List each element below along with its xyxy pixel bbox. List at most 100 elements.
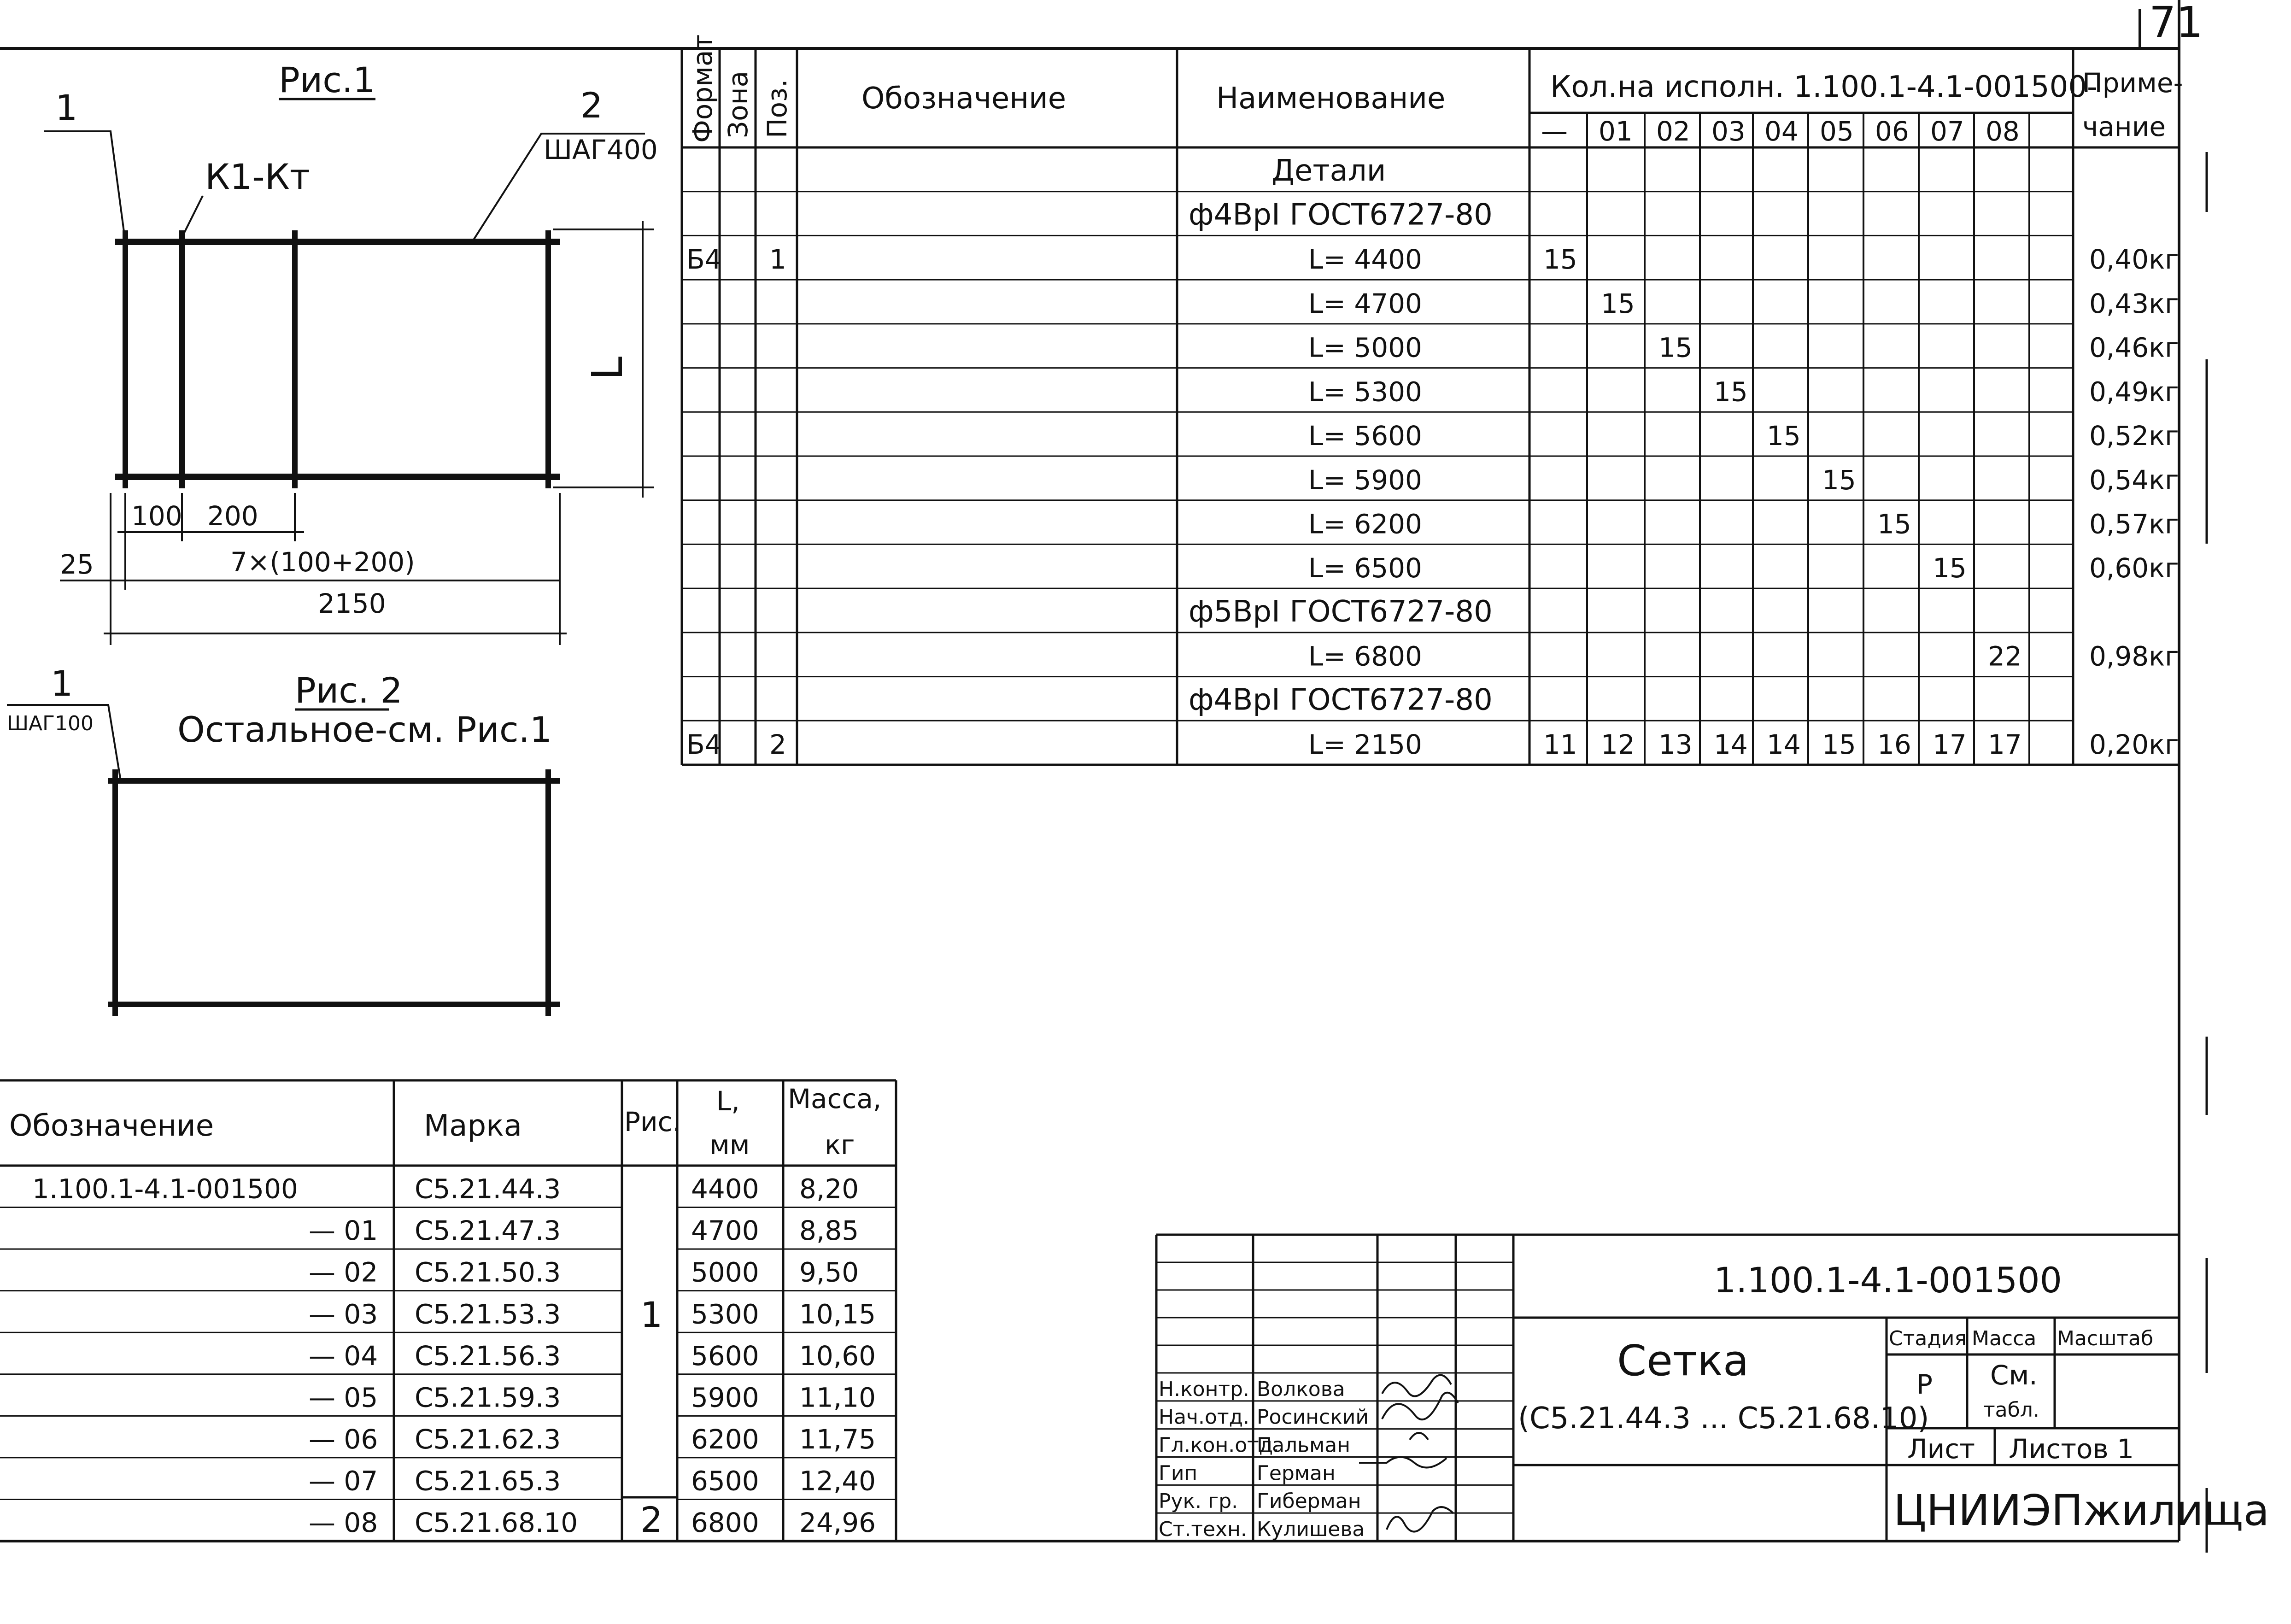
staff-name: Пальман [1257, 1434, 1350, 1457]
organization: ЦНИИЭПжилища [1893, 1486, 2269, 1535]
spec-name: L= 4400 [1308, 244, 1422, 275]
fig1-title: Рис.1 [279, 59, 375, 100]
spec-qty: 14 [1767, 729, 1801, 760]
marks-mass: 11,10 [799, 1382, 876, 1413]
spec-qty: 15 [1933, 552, 1967, 584]
mass-label: Масса [1972, 1327, 2036, 1350]
spec-name: L= 6200 [1308, 509, 1422, 540]
marks-mass: 8,20 [799, 1173, 859, 1205]
drawing-title: Сетка [1617, 1336, 1749, 1385]
spec-qty: 17 [1933, 729, 1967, 760]
spec-name: L= 5000 [1308, 332, 1422, 363]
spec-header-designation: Обозначение [861, 82, 1066, 116]
staff-row: Ст.техн.Кулишева [1159, 1518, 1365, 1541]
spec-qty: 11 [1543, 729, 1577, 760]
marks-mass: 8,85 [799, 1215, 859, 1246]
spec-pos: 1 [769, 244, 786, 275]
qty-col-header: 05 [1820, 116, 1854, 147]
spec-row: ф5ВрI ГОСТ6727-80 [1189, 595, 1493, 629]
spec-note: 0,49кг [2089, 376, 2179, 407]
spec-note: 0,20кг [2089, 729, 2179, 760]
marks-length: 6800 [691, 1507, 759, 1538]
marks-header-mass-2: кг [825, 1129, 855, 1161]
marks-header-mark: Марка [424, 1109, 522, 1143]
marks-mass: 10,15 [799, 1298, 876, 1330]
marks-length: 5300 [691, 1298, 759, 1330]
marks-designation: — 07 [309, 1466, 378, 1497]
spec-qty: 15 [1714, 376, 1748, 407]
fig2-title: Рис. 2 [295, 670, 403, 711]
stage-value: Р [1916, 1369, 1933, 1400]
marks-designation: — 06 [309, 1424, 378, 1455]
fig2-step: ШАГ100 [7, 712, 94, 735]
marks-length: 6200 [691, 1424, 759, 1455]
dim-100: 100 [131, 500, 182, 532]
marks-table: Обозначение Марка Рис. L, мм Масса, кг 1… [0, 1079, 897, 1541]
staff-role: Ст.техн. [1159, 1518, 1247, 1541]
marks-mark: С5.21.44.3 [415, 1173, 561, 1205]
staff-row: Н.контр.Волкова [1159, 1378, 1345, 1401]
dim-25: 25 [60, 549, 94, 580]
fig1-label-1: 1 [55, 87, 77, 128]
spec-qty: 15 [1767, 420, 1801, 451]
figure-1: Рис.1 1 2 ШАГ400 К1-Кт L [44, 59, 658, 645]
spec-note: 0,43кг [2089, 288, 2179, 319]
mesh-2 [108, 769, 560, 1016]
signatures [1359, 1374, 1459, 1533]
qty-col-header: 01 [1599, 116, 1633, 147]
mesh-1 [115, 239, 560, 480]
staff-role: Гл.кон.отд. [1159, 1434, 1279, 1457]
staff-row: Рук. гр.Гиберман [1159, 1489, 1361, 1513]
marks-header-mass-1: Масса, [788, 1083, 881, 1114]
staff-name: Росинский [1257, 1406, 1369, 1429]
mass-value-1: См. [1990, 1360, 2038, 1391]
qty-col-header: 06 [1875, 116, 1909, 147]
spec-name: L= 5300 [1308, 376, 1422, 407]
spec-header-name: Наименование [1216, 82, 1445, 116]
qty-col-header: — [1541, 116, 1568, 147]
spec-header-zone: Зона [722, 71, 754, 138]
spec-format: Б4 [686, 244, 722, 275]
spec-qty: 15 [1822, 464, 1856, 496]
spec-row: Детали [1271, 154, 1386, 188]
staff-role: Нач.отд. [1159, 1406, 1249, 1429]
qty-col-header: 08 [1986, 116, 2020, 147]
spec-header-pos: Поз. [762, 79, 793, 138]
marks-designation: — 04 [309, 1340, 378, 1372]
spec-qty: 22 [1988, 641, 2022, 672]
staff-name: Герман [1257, 1461, 1336, 1485]
spec-name: ф4ВрI ГОСТ6727-80 [1189, 683, 1493, 717]
dim-total: 2150 [318, 588, 386, 619]
staff-name: Гиберман [1257, 1489, 1361, 1513]
spec-qty: 15 [1543, 244, 1577, 275]
marks-mass: 9,50 [799, 1257, 859, 1288]
marks-fig-1: 1 [640, 1294, 662, 1335]
scale-label: Масштаб [2057, 1327, 2153, 1350]
fig2-label-1: 1 [51, 663, 73, 704]
spec-name: ф5ВрI ГОСТ6727-80 [1189, 595, 1493, 629]
marks-header-designation: Обозначение [9, 1109, 214, 1143]
spec-row: L= 5000 15 0,46кг [1308, 332, 2179, 363]
sheet-number: 71 [2149, 0, 2203, 47]
marks-mark: С5.21.53.3 [415, 1298, 561, 1330]
spec-qty: 17 [1988, 729, 2022, 760]
staff-row: Гл.кон.отд.Пальман [1159, 1434, 1350, 1457]
spec-qty: 15 [1658, 332, 1693, 363]
marks-length: 6500 [691, 1466, 759, 1497]
marks-mark: С5.21.68.10 [415, 1507, 578, 1538]
qty-col-header: 03 [1711, 116, 1746, 147]
spec-note: 0,46кг [2089, 332, 2179, 363]
qty-col-header: 02 [1656, 116, 1690, 147]
marks-designation: — 05 [309, 1382, 378, 1413]
